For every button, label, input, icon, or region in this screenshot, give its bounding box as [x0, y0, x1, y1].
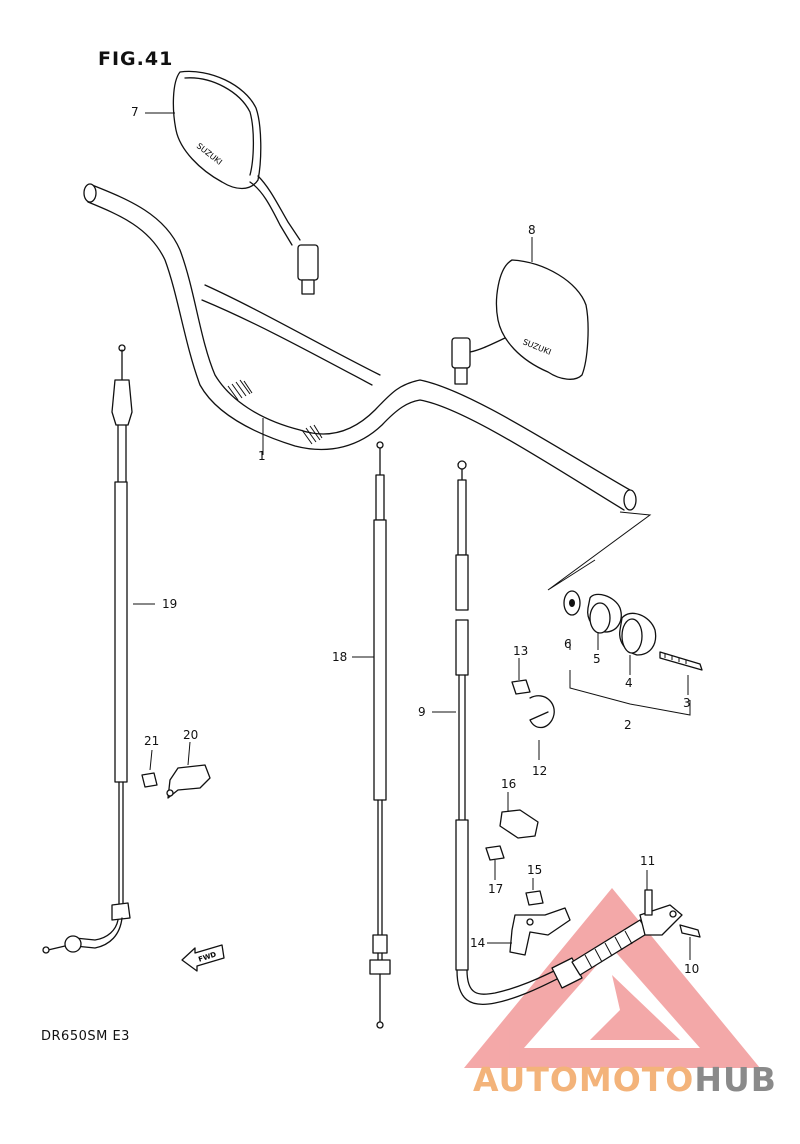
small-hardware: FWD — [141, 679, 571, 972]
clutch-cable-part — [369, 441, 391, 1029]
throttle-cable-part — [455, 460, 701, 1005]
callout-18: 18 — [332, 650, 348, 664]
watermark-logo: AUTOMOTOHUB — [473, 1060, 777, 1099]
callout-21: 21 — [144, 734, 160, 748]
callout-19: 19 — [162, 597, 178, 611]
callout-12: 12 — [532, 764, 548, 778]
callout-20: 20 — [183, 728, 199, 742]
choke-cable-part — [42, 344, 133, 954]
callout-11: 11 — [640, 854, 656, 868]
callout-10: 10 — [684, 962, 700, 976]
callout-6: 6 — [564, 637, 572, 651]
model-code: DR650SM E3 — [41, 1029, 130, 1044]
callout-7: 7 — [131, 105, 139, 119]
leader-lines — [133, 112, 691, 960]
figure-title: FIG.41 — [98, 48, 174, 70]
mirror-left-part: SUZUKI — [172, 70, 319, 295]
callout-2: 2 — [624, 718, 632, 732]
watermark-text-primary: AUTOMOTO — [473, 1060, 695, 1099]
watermark-triangle-icon — [464, 888, 760, 1068]
grip-assembly — [547, 511, 703, 716]
callout-14: 14 — [470, 936, 486, 950]
callout-8: 8 — [528, 223, 536, 237]
handlebar-part — [83, 183, 637, 511]
callout-9: 9 — [418, 705, 426, 719]
callout-4: 4 — [625, 676, 633, 690]
watermark-text-secondary: HUB — [694, 1060, 777, 1099]
callout-15: 15 — [527, 863, 543, 877]
callout-16: 16 — [501, 777, 517, 791]
callout-13: 13 — [513, 644, 529, 658]
callout-1: 1 — [258, 449, 266, 463]
mirror-right-part: SUZUKI — [451, 259, 589, 385]
callout-5: 5 — [593, 652, 601, 666]
callout-3: 3 — [683, 696, 691, 710]
callout-17: 17 — [488, 882, 504, 896]
